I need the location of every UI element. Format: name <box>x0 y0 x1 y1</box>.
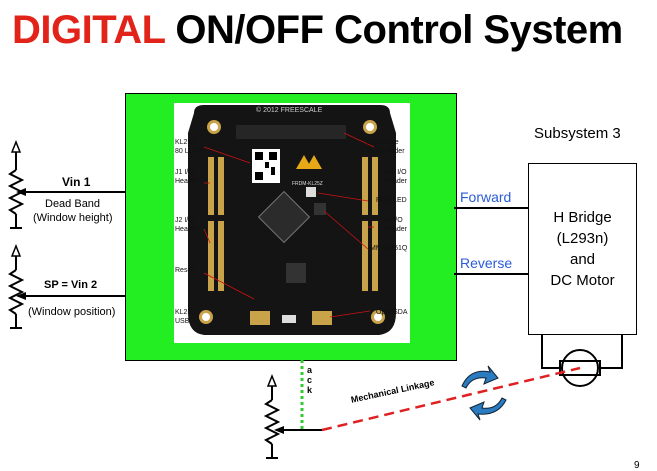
board-name: FRDM-KL25Z <box>292 181 323 187</box>
opensda-chip <box>286 263 306 283</box>
wiper-arrow <box>274 426 284 434</box>
hbridge-line3: and <box>569 251 596 268</box>
page-title: DIGITAL ON/OFF Control System <box>12 6 623 54</box>
subsystem-title: Subsystem 3 <box>534 125 621 142</box>
board-label-usb: USB <box>175 318 190 325</box>
board-label-reset: Reset <box>175 267 194 274</box>
vin2-window-position: (Window position) <box>28 306 116 318</box>
header-pins <box>208 157 378 291</box>
reset-button <box>282 315 296 323</box>
board-label-rgb-led: RGB LED <box>376 197 407 204</box>
title-rest: ON/OFF Control System <box>175 8 623 52</box>
feedback-char-k: k <box>307 385 313 395</box>
vin1-window-height: (Window height) <box>33 212 113 224</box>
usb-connector <box>250 311 270 325</box>
reverse-label: Reverse <box>460 255 513 271</box>
board-label-kl25z-usb: KL25Z <box>175 309 196 316</box>
hbridge-line4: DC Motor <box>550 272 615 289</box>
hbridge-box: H Bridge (L293n) and DC Motor <box>528 163 637 335</box>
feedback-char-c: c <box>307 375 313 385</box>
board-year: © 2012 FREESCALE <box>256 107 323 114</box>
supply-arrow <box>266 373 278 387</box>
accelerometer <box>314 203 326 215</box>
rotation-arrows-icon <box>461 365 507 421</box>
leader-lines <box>203 132 375 318</box>
potentiometer-feedback <box>263 384 322 459</box>
usb-connector <box>312 311 332 325</box>
hbridge-line1: H Bridge <box>553 209 612 226</box>
touch-slider <box>236 125 346 139</box>
motor-wiring <box>541 333 623 369</box>
board-label-j2: J2 I/O <box>175 217 194 224</box>
supply-arrow <box>10 139 22 153</box>
board-label-j9-header: Header <box>384 226 407 233</box>
board-label-lqfp: 80 LQFP <box>175 148 204 155</box>
hbridge-line2: (L293n) <box>556 230 609 247</box>
rgb-led <box>306 187 316 197</box>
mechanical-linkage-line <box>321 366 581 432</box>
title-digital: DIGITAL <box>12 8 165 52</box>
board-label-capacitive: Capacitive <box>366 139 399 146</box>
motor-brush-icon <box>559 360 601 376</box>
board-label-kl25z: KL25Z <box>175 139 196 146</box>
forward-label: Forward <box>460 189 512 205</box>
board-label-j1: J1 I/O <box>175 169 194 176</box>
mcu-chip <box>257 190 311 244</box>
board-drawing <box>188 105 396 335</box>
vin1-label: Vin 1 <box>62 175 91 189</box>
wiper-arrow <box>16 188 26 196</box>
board-label-opensda: OpenSDA <box>376 309 408 316</box>
page-number: 9 <box>634 460 640 471</box>
board-label-touch-slider: Touch Slider <box>366 148 405 155</box>
wiper-arrow <box>16 292 26 300</box>
vin2-label: SP = Vin 2 <box>44 279 98 291</box>
board-label-mma8451q: MMA8451Q <box>370 245 408 252</box>
frdm-board-photo: © 2012 FREESCALE FRDM-KL25Z KL25Z 80 LQF… <box>174 103 410 343</box>
potentiometer-vin2 <box>7 254 126 329</box>
board-label-j2-header: Header <box>175 226 198 233</box>
feedback-char-a: a <box>307 365 313 375</box>
board-label-j9: J9 I/O <box>384 217 403 224</box>
vin1-dead-band: Dead Band <box>45 198 101 210</box>
board-label-j10: J10 I/O <box>384 169 407 176</box>
board-label-j10-header: Header <box>384 178 407 185</box>
supply-arrow <box>10 243 22 257</box>
board-label-j1-header: Header <box>175 178 198 185</box>
